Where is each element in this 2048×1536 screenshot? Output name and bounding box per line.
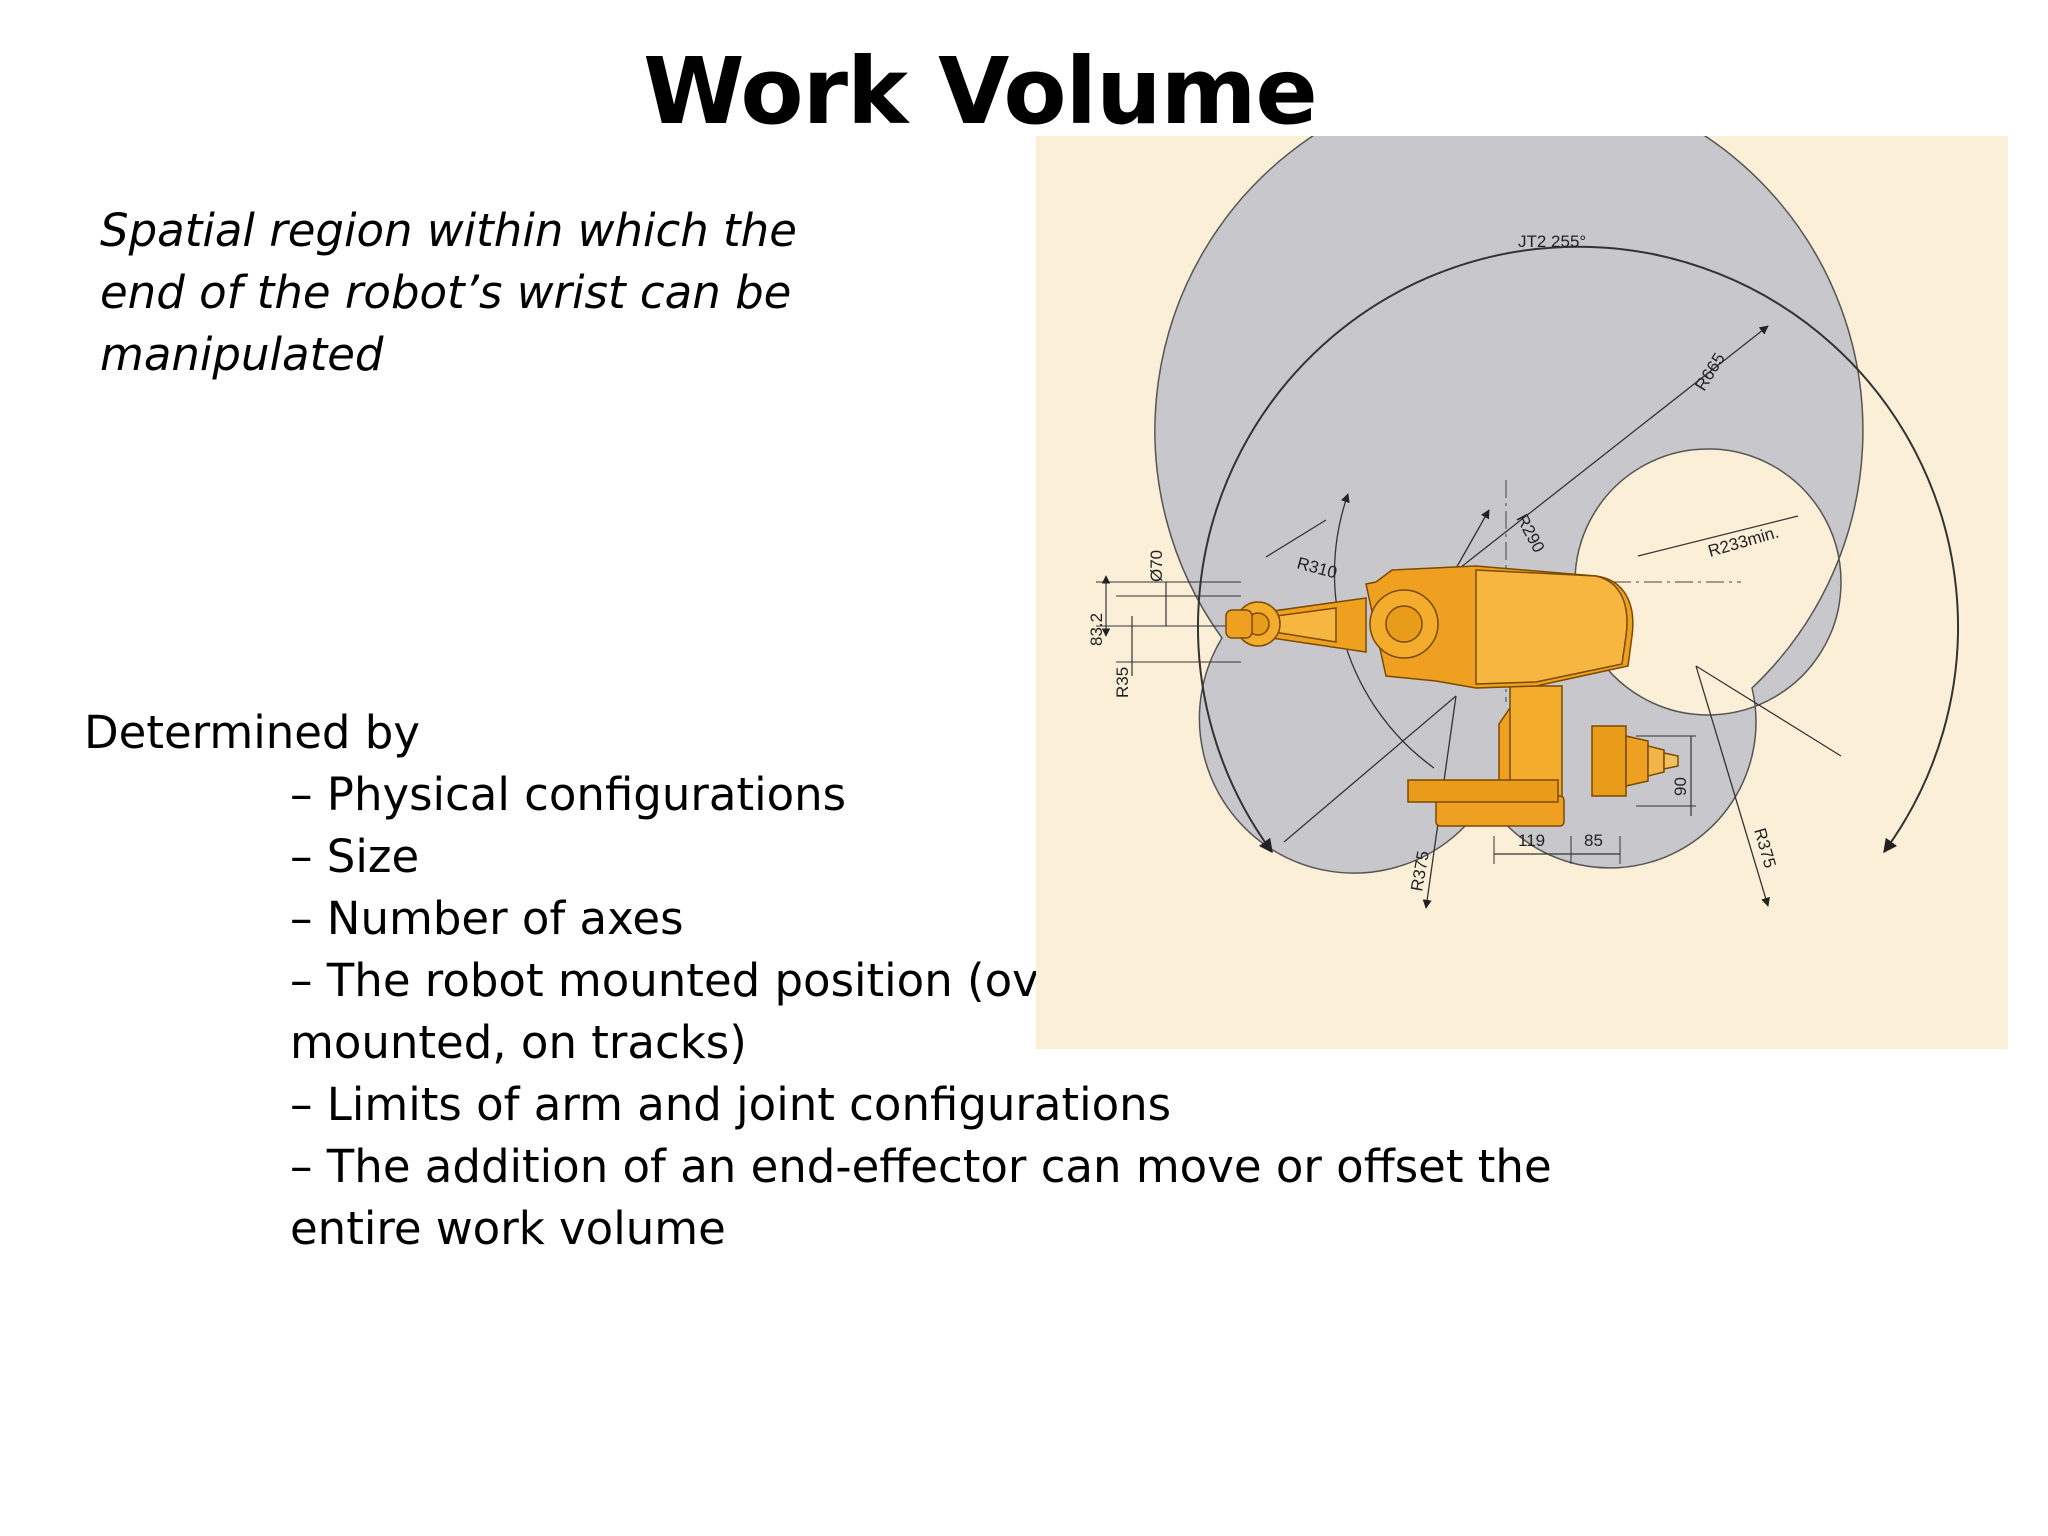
list-item: – Physical configurations (290, 768, 847, 821)
list-item: – Limits of arm and joint configurations (290, 1078, 1172, 1131)
d70-label: Ø70 (1147, 550, 1166, 582)
d90-label: 90 (1671, 777, 1690, 796)
jt2-label: JT2 255° (1518, 232, 1586, 251)
work-volume-svg: JT2 255° R665 R290 R233min. R310 R375 R3… (1087, 136, 1959, 909)
work-volume-diagram: JT2 255° R665 R290 R233min. R310 R375 R3… (1036, 136, 2008, 1049)
d83-label: 83.2 (1087, 613, 1106, 646)
r375-right-label: R375 (1750, 826, 1779, 870)
list-item: – The addition of an end-effector can mo… (290, 1140, 1552, 1255)
robot-arm (1225, 565, 1679, 827)
jt2-arc (1197, 245, 1959, 854)
d85-label: 85 (1584, 831, 1603, 850)
list-item: – Number of axes (290, 892, 684, 945)
reach-envelope (1154, 136, 1864, 874)
definition-text: Spatial region within which the end of t… (100, 204, 797, 381)
r233-label: R233min. (1706, 523, 1781, 561)
slide-title: Work Volume (643, 38, 1318, 145)
r35-label: R35 (1113, 667, 1132, 698)
d119-label: 119 (1518, 831, 1545, 850)
determined-by-heading: Determined by (84, 706, 420, 759)
list-item: – Size (290, 830, 420, 883)
